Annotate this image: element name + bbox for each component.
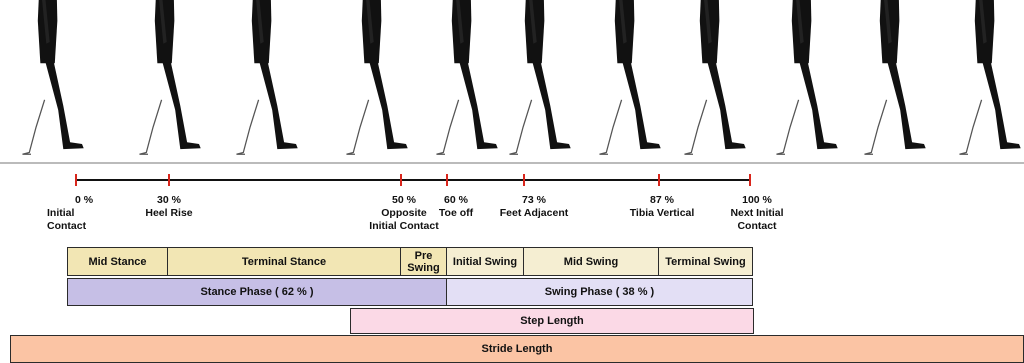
tick-0: [75, 174, 77, 186]
stride-length-bar: Stride Length: [10, 335, 1024, 363]
subphase-pre-swing: Pre Swing: [400, 247, 447, 276]
timeline-axis: [75, 179, 751, 181]
walking-figures-illustration: [0, 0, 1024, 170]
subphase-initial-swing: Initial Swing: [446, 247, 524, 276]
tick-30: [168, 174, 170, 186]
timeline-label-heel-rise: 30 % Heel Rise: [114, 194, 224, 220]
timeline-label-next-initial-contact: 100 % Next Initial Contact: [702, 194, 812, 233]
timeline-label-pct: 30 %: [114, 194, 224, 207]
tick-50: [400, 174, 402, 186]
subphase-terminal-stance: Terminal Stance: [167, 247, 401, 276]
timeline-label-name: Feet Adjacent: [479, 207, 589, 220]
subphase-mid-stance: Mid Stance: [67, 247, 168, 276]
timeline-label-pct: 73 %: [479, 194, 589, 207]
timeline-label-feet-adjacent: 73 % Feet Adjacent: [479, 194, 589, 220]
step-length-bar: Step Length: [350, 308, 754, 334]
tick-73: [523, 174, 525, 186]
tick-100: [749, 174, 751, 186]
timeline-label-pct: 100 %: [702, 194, 812, 207]
timeline-label-tibia-vertical: 87 % Tibia Vertical: [607, 194, 717, 220]
tick-87: [658, 174, 660, 186]
subphase-mid-swing: Mid Swing: [523, 247, 659, 276]
timeline-label-name: Next Initial Contact: [702, 207, 812, 233]
timeline-label-name: Heel Rise: [114, 207, 224, 220]
swing-phase-bar: Swing Phase ( 38 % ): [446, 278, 753, 306]
tick-60: [446, 174, 448, 186]
stance-phase-bar: Stance Phase ( 62 % ): [67, 278, 447, 306]
timeline-label-pct: 87 %: [607, 194, 717, 207]
timeline-label-name: Tibia Vertical: [607, 207, 717, 220]
subphase-terminal-swing: Terminal Swing: [658, 247, 753, 276]
